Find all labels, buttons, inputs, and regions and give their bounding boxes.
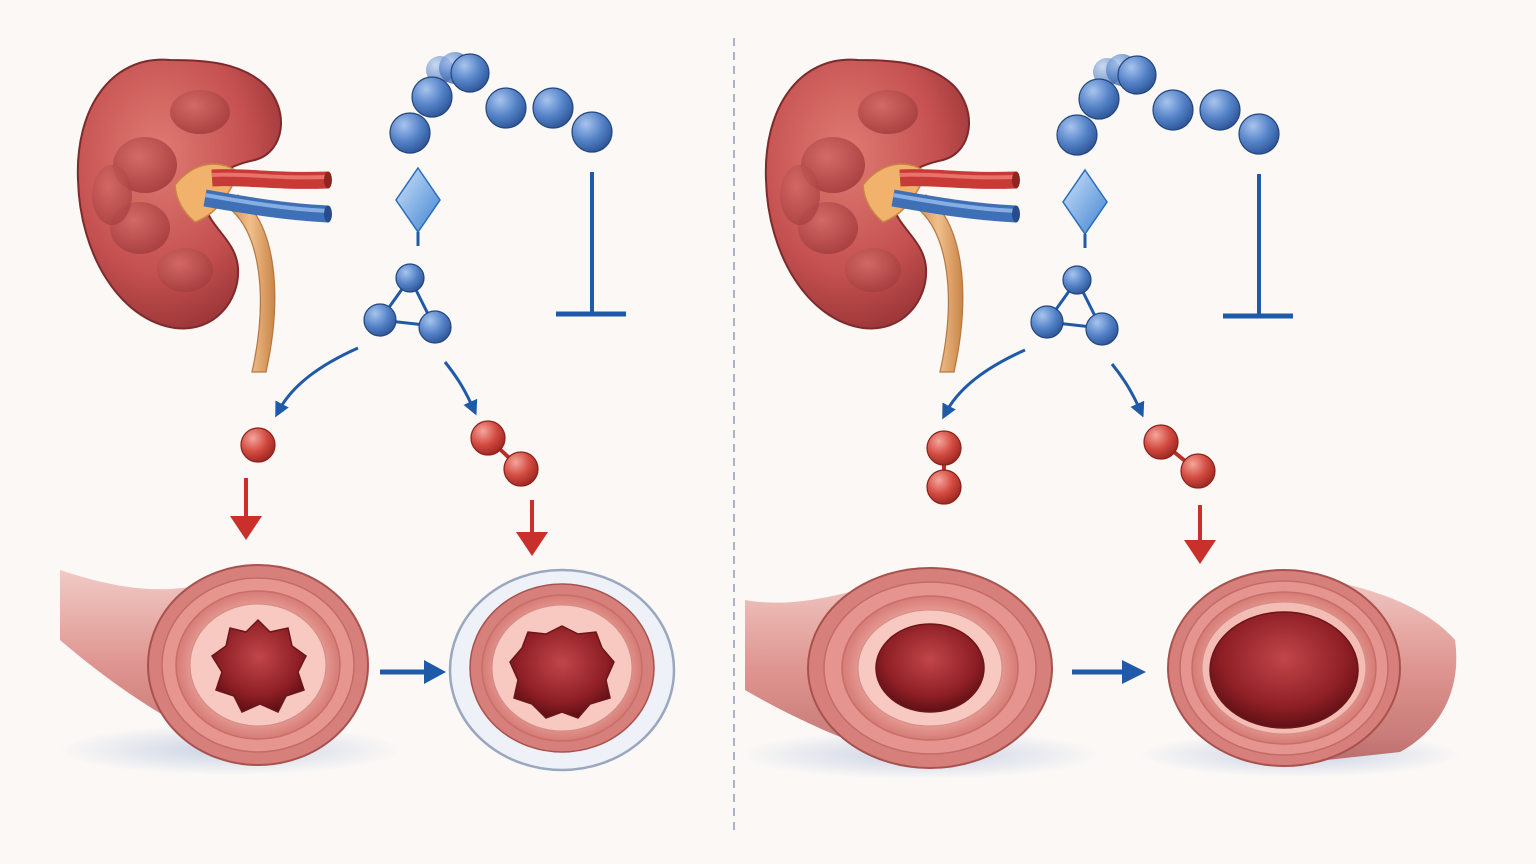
kidney-illustration-right [766,60,1020,372]
blood-vessel-highlighted [448,568,676,772]
red-arrow-down-left-2 [516,500,548,556]
red-molecule-pair-left [470,420,539,487]
red-arrow-down-left-1 [230,478,262,540]
pathway-left [278,52,626,412]
red-arrow-down-right [1184,505,1216,564]
red-molecule-pair-right [1143,424,1216,489]
left-panel [60,52,676,775]
right-panel [740,54,1460,779]
blood-vessel-normal-1 [740,567,1100,779]
pathway-right [945,54,1293,414]
blood-vessel-normal-2 [1140,569,1460,777]
red-molecule-pair-vertical-right [926,430,962,505]
blue-arrow-right-right [1072,660,1146,684]
kidney-illustration-left [78,60,332,372]
blood-vessel-constricted [60,564,400,775]
red-molecule-single-left [240,427,276,463]
blue-arrow-right-left [380,660,446,684]
